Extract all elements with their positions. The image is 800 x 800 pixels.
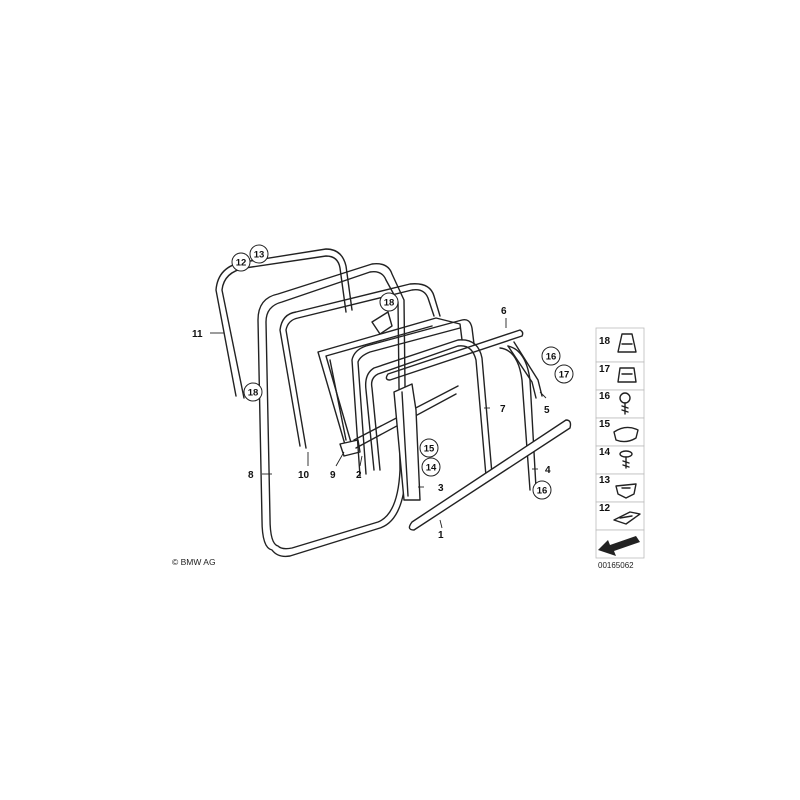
- copyright-label: © BMW AG: [172, 557, 216, 567]
- part-6-upper-trim: [385, 329, 524, 381]
- part-5-rear-channel: [507, 341, 543, 399]
- svg-text:16: 16: [546, 352, 557, 363]
- mount-12-icon: [613, 511, 641, 525]
- drawing-number: 00165062: [598, 561, 634, 570]
- legend-label-18: 18: [599, 336, 611, 347]
- circled-callout-13-top: 13: [249, 244, 269, 264]
- legend-label-16: 16: [599, 391, 611, 402]
- fastener-legend: 18 17 16 15 14 13 12: [595, 327, 645, 570]
- callout-6: 6: [501, 306, 507, 317]
- circled-callout-18-middle: 18: [379, 292, 399, 312]
- svg-text:17: 17: [559, 370, 570, 381]
- svg-text:18: 18: [248, 388, 259, 399]
- svg-text:14: 14: [426, 463, 437, 474]
- circled-callout-16-right-top: 16: [541, 346, 561, 366]
- circled-callout-17-right: 17: [554, 364, 574, 384]
- svg-text:12: 12: [236, 258, 247, 269]
- legend-label-17: 17: [599, 364, 611, 375]
- svg-text:13: 13: [254, 250, 265, 261]
- legend-label-14: 14: [599, 447, 611, 458]
- callout-10: 10: [298, 470, 310, 481]
- rivet-14-icon: [619, 450, 633, 469]
- svg-text:18: 18: [384, 298, 395, 309]
- part-1-belt-molding: [408, 419, 572, 531]
- clip-17-icon: [617, 367, 637, 383]
- callout-1: 1: [438, 530, 444, 541]
- orientation-arrow-icon: [598, 536, 640, 556]
- circled-callout-16-right-bottom: 16: [532, 480, 552, 500]
- callout-7: 7: [500, 404, 506, 415]
- callout-11: 11: [192, 329, 203, 340]
- screw-16-icon: [619, 392, 631, 415]
- clip-18-icon: [617, 333, 637, 353]
- callout-9: 9: [330, 470, 336, 481]
- part-3-pillar-cover: [393, 383, 421, 501]
- part-9-guide-rail: [317, 317, 463, 457]
- callout-8: 8: [248, 470, 254, 481]
- legend-label-12: 12: [599, 503, 611, 514]
- part-11-door-channel: [215, 248, 353, 399]
- circled-callout-15-middle: 15: [419, 438, 439, 458]
- nut-15-icon: [613, 426, 639, 443]
- callout-4: 4: [545, 465, 551, 476]
- svg-text:15: 15: [424, 444, 435, 455]
- leader-lines: [210, 318, 547, 529]
- circled-callout-14-middle: 14: [421, 457, 441, 477]
- circled-callout-18-left: 18: [243, 382, 263, 402]
- part-18-clip-middle: [371, 311, 393, 335]
- callout-2: 2: [356, 470, 362, 481]
- legend-label-15: 15: [599, 419, 611, 430]
- circled-callout-12-top: 12: [231, 252, 251, 272]
- part-10-window-guide: [279, 283, 441, 449]
- part-4-rear-strip: [499, 345, 537, 491]
- callout-5: 5: [544, 405, 550, 416]
- part-8-door-seal: [257, 263, 407, 558]
- callout-3: 3: [438, 483, 444, 494]
- clip-13-icon: [615, 483, 637, 499]
- legend-label-13: 13: [599, 475, 611, 486]
- svg-text:16: 16: [537, 486, 548, 497]
